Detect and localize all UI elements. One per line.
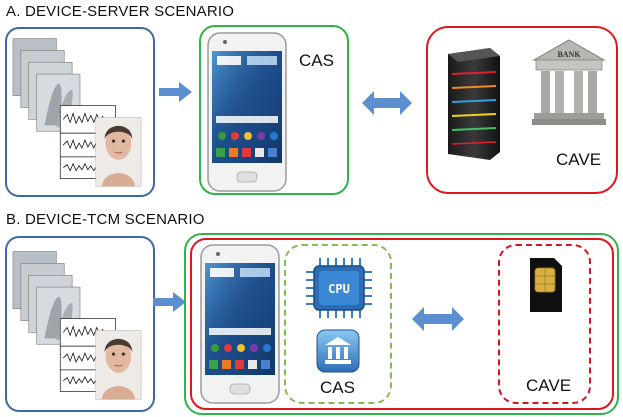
scenario-a-title: A. DEVICE-SERVER SCENARIO (6, 3, 235, 20)
device-outer-box (184, 233, 619, 415)
server-icon (448, 48, 500, 160)
cas-device-box: CAS (199, 25, 349, 195)
biometric-input-box-b (5, 236, 155, 412)
biometric-samples-icon (11, 246, 149, 406)
scenario-b-title: B. DEVICE-TCM SCENARIO (6, 211, 205, 228)
cave-label-b: CAVE (526, 376, 572, 395)
biometric-samples-icon (11, 33, 149, 193)
smartphone-icon (207, 32, 287, 192)
cave-dashed-box: CAVE (498, 244, 591, 404)
cave-server-box: BANK CAVE (426, 26, 618, 194)
bank-sign: BANK (557, 50, 581, 59)
sim-card-icon (530, 258, 562, 312)
cas-label-b: CAS (320, 378, 355, 397)
smartphone-icon (200, 244, 280, 404)
double-arrow-icon (362, 91, 412, 115)
cave-label: CAVE (556, 150, 602, 169)
bank-app-icon (316, 329, 360, 373)
bank-icon: BANK (532, 39, 606, 125)
arrow-right-icon (159, 82, 192, 102)
cas-dashed-box: CPU CAS (284, 244, 392, 404)
arrow-right-icon (153, 292, 186, 312)
biometric-input-box (5, 27, 155, 197)
cpu-label: CPU (328, 282, 350, 296)
tcm-box (190, 238, 614, 410)
double-arrow-icon (412, 307, 464, 331)
cas-label: CAS (299, 51, 334, 70)
cpu-chip-icon: CPU (306, 258, 372, 318)
